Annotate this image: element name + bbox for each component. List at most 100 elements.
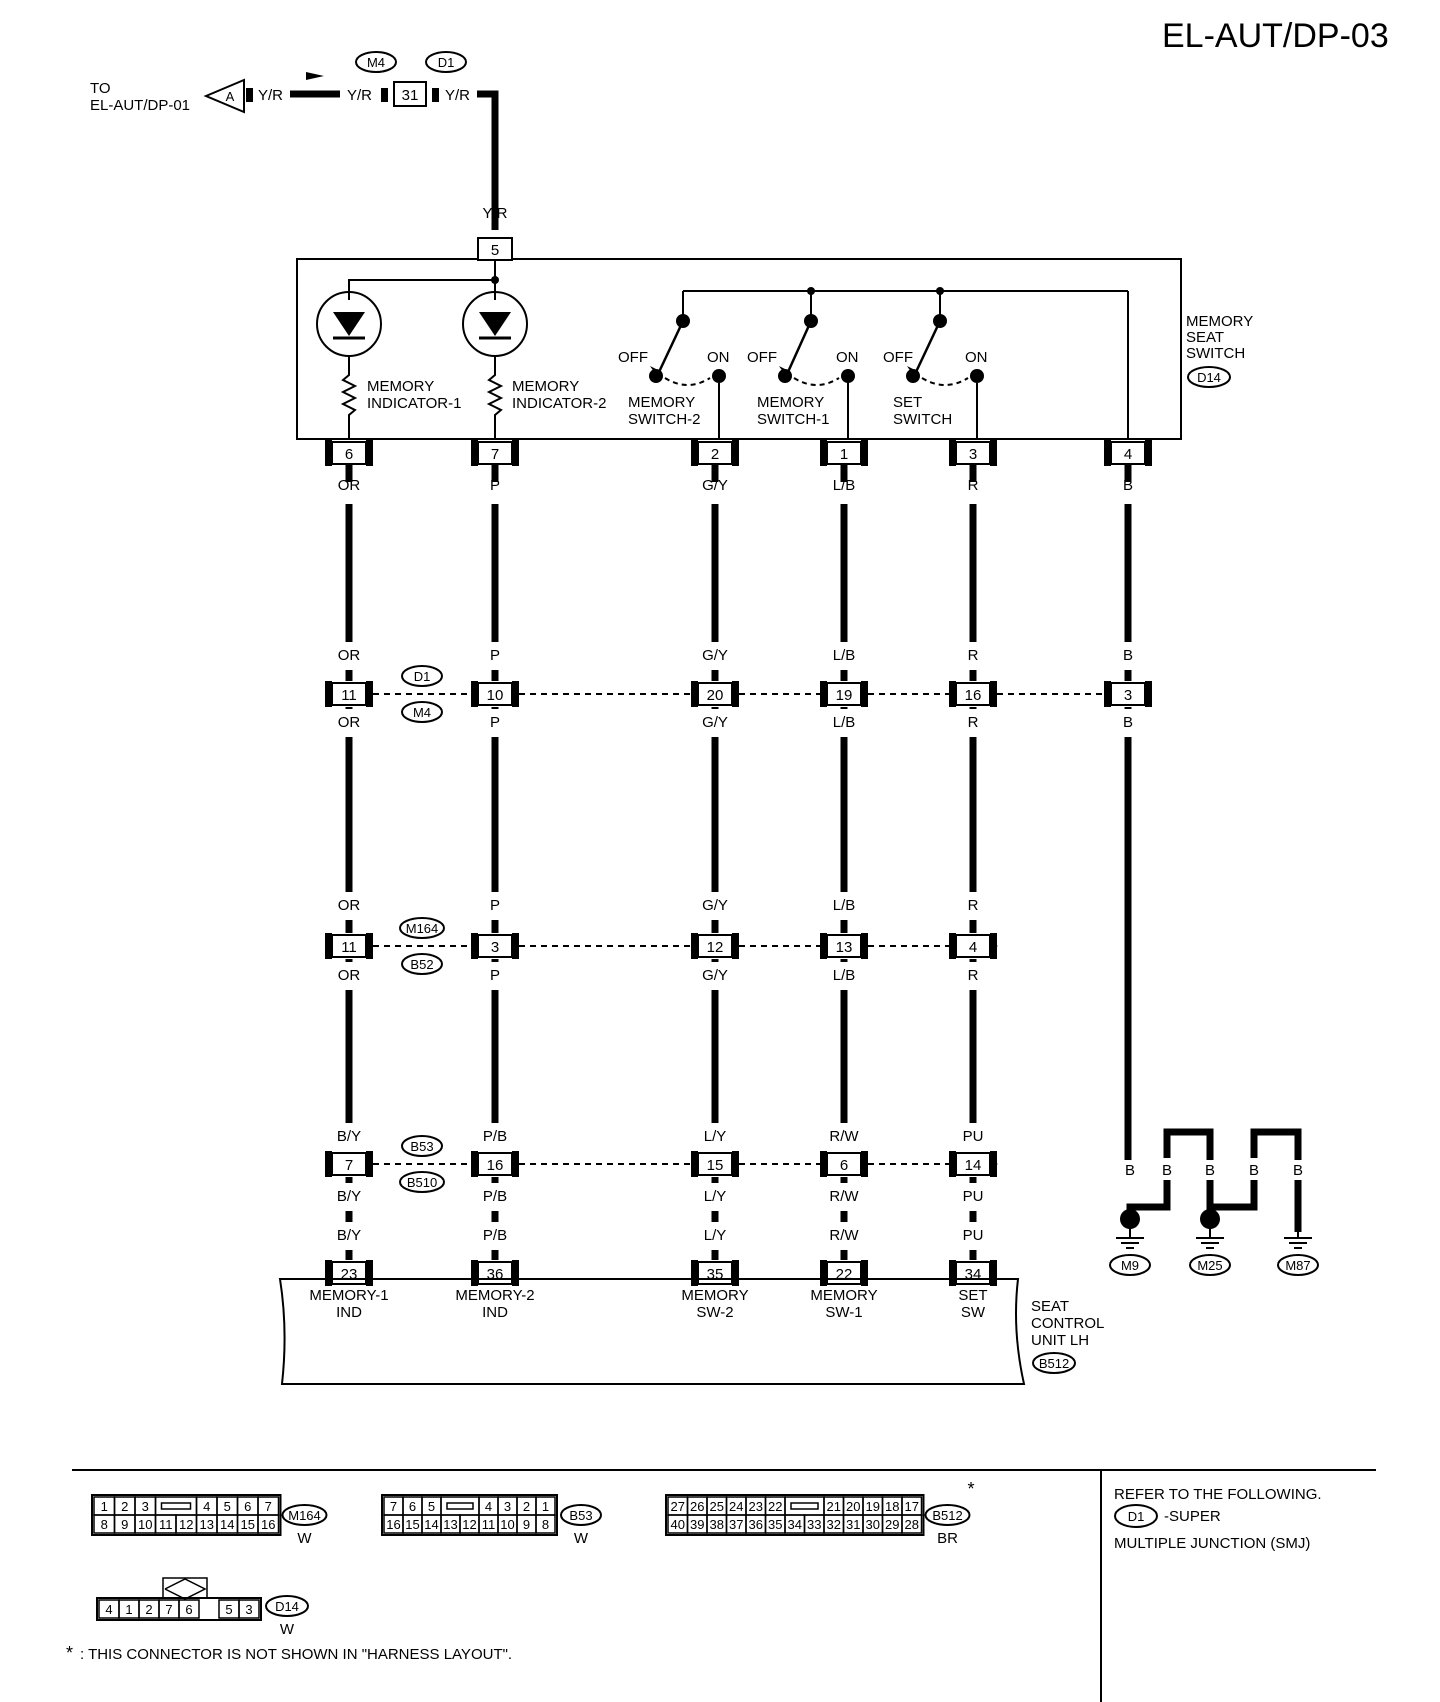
connector-a-terminal — [246, 88, 253, 102]
memory-seat-switch: MEMORY SEAT SWITCH D14 5 MEMORY INDICATO… — [296, 237, 1253, 440]
switch-pin-4-latch-left — [1104, 440, 1111, 466]
refer-line-3: MULTIPLE JUNCTION (SMJ) — [1114, 1535, 1310, 1552]
jc2-bottom-label: B52 — [410, 957, 433, 972]
jc3-pin-c2-latch-left — [471, 1151, 478, 1177]
jc2-pin-c2-latch-left — [471, 933, 478, 959]
wire-column-c4: 1L/BL/B19L/BL/B13L/BR/W6R/WR/W22MEMORYSW… — [810, 440, 878, 1321]
wire-color-c5-h: PU — [963, 1227, 984, 1244]
jc2-pin-c4-latch-right — [861, 933, 868, 959]
ecu-pin-34-number: 34 — [965, 1266, 982, 1283]
connector-b512-pin: 25 — [710, 1499, 724, 1514]
connector-b53-pin: 6 — [409, 1499, 416, 1514]
jc1-pin-c3-latch-left — [691, 681, 698, 707]
ground-wire-label-a: B — [1123, 477, 1133, 494]
jc1-pin-c1-latch-right — [366, 681, 373, 707]
jc3-pin-c3-latch-left — [691, 1151, 698, 1177]
connector-d14-pin: 7 — [165, 1602, 172, 1617]
connector-b512-pin: 28 — [905, 1517, 919, 1532]
jc3-pin-c5: 14 — [949, 1151, 997, 1177]
connector-b512-color: BR — [937, 1530, 958, 1547]
switch-1-off-contact — [649, 369, 663, 383]
refer-connector-id: D1 — [1128, 1509, 1145, 1524]
jc3-bottom-badge — [399, 1171, 445, 1193]
wire-color-c1-c: OR — [338, 714, 361, 731]
switch-pin-1: 1 — [820, 440, 868, 466]
connector-b512-pin: 26 — [690, 1499, 704, 1514]
connector-a-letter: A — [226, 89, 235, 104]
wire-color-c2-e: P — [490, 967, 500, 984]
jc2-pin-c5-latch-right — [990, 933, 997, 959]
connector-b512-pin: 20 — [846, 1499, 860, 1514]
switch-pin-6: 6 — [325, 440, 373, 466]
jc2-pin-c3-latch-left — [691, 933, 698, 959]
connector-m164-badge — [281, 1504, 328, 1526]
jc1-pin-c5-latch-right — [990, 681, 997, 707]
switch-3-off-contact — [906, 369, 920, 383]
ground-wire-label-3: B — [1205, 1162, 1215, 1179]
wire-color-c5-b: R — [968, 647, 979, 664]
jc2-pin-c2-number: 3 — [491, 939, 499, 956]
switch-pin-2-latch-left — [691, 440, 698, 466]
junction-d1-label: D1 — [438, 55, 455, 70]
jc1-pin-c1: 11 — [325, 681, 373, 707]
wire-color-c1-g: B/Y — [337, 1188, 361, 1205]
ground-label-M9-badge — [1109, 1254, 1151, 1276]
connector-b512-pin: 22 — [768, 1499, 782, 1514]
footnote-star: * — [66, 1643, 73, 1663]
indicator-2-label-2: INDICATOR-2 — [512, 395, 606, 412]
switch-1-label-2: SWITCH-2 — [628, 411, 701, 428]
wire-color-c3-d: G/Y — [702, 897, 728, 914]
jc1-pin-ground-number: 3 — [1124, 687, 1132, 704]
connector-b53-pin: 15 — [405, 1517, 419, 1532]
switch-pin-7-box — [477, 441, 513, 465]
jc3-pin-c4-box — [826, 1152, 862, 1176]
connector-b512-pin: 36 — [749, 1517, 763, 1532]
wire-label-source-1: Y/R — [258, 87, 283, 104]
jc3-top-label: B53 — [410, 1139, 433, 1154]
wire-label-supply: Y/R — [482, 205, 507, 222]
junction-pin-31: 31 — [402, 87, 419, 104]
connector-d14-pin: 6 — [185, 1602, 192, 1617]
ecu-pin-23-latch-right — [366, 1260, 373, 1286]
connector-b53-id: B53 — [569, 1508, 592, 1523]
jc3-top-badge — [401, 1135, 443, 1157]
jc3-pin-c4-number: 6 — [840, 1157, 848, 1174]
ground-label-M87-label: M87 — [1285, 1258, 1310, 1273]
ground-wire-label-2: B — [1162, 1162, 1172, 1179]
memory-indicator-2-resistor-icon — [486, 356, 504, 440]
ecu-terminal-label-c2-1: MEMORY-2 — [455, 1287, 534, 1304]
page-title: EL-AUT/DP-03 — [1162, 17, 1389, 55]
jc1-pin-c3: 20 — [691, 681, 739, 707]
wire-color-c1-b: OR — [338, 647, 361, 664]
connector-m164-pin: 10 — [138, 1517, 152, 1532]
memory-indicator-1-led-icon — [316, 291, 382, 357]
ecu-pin-35-number: 35 — [707, 1266, 724, 1283]
ecu-pin-22: 22 — [820, 1260, 868, 1286]
ecu-terminal-label-c1-1: MEMORY-1 — [309, 1287, 388, 1304]
wire-color-c2-h: P/B — [483, 1227, 507, 1244]
wire-color-c4-h: R/W — [829, 1227, 859, 1244]
jc3-pin-c1-number: 7 — [345, 1157, 353, 1174]
jc2-pin-c4-latch-left — [820, 933, 827, 959]
connector-b512-pin: 34 — [788, 1517, 802, 1532]
connector-d14-pin: 1 — [125, 1602, 132, 1617]
jc3-pin-c3-latch-right — [732, 1151, 739, 1177]
junction-d1-badge — [425, 51, 467, 73]
jc2-pin-c5-number: 4 — [969, 939, 977, 956]
ecu-pin-22-number: 22 — [836, 1266, 853, 1283]
switch-unit-connector-id: D14 — [1197, 370, 1221, 385]
ecu-pin-23-latch-left — [325, 1260, 332, 1286]
source-connection: TO EL-AUT/DP-01 A Y/R Y/R M4 D1 31 Y/R Y… — [90, 51, 508, 230]
ground-wire-label-c: B — [1123, 714, 1133, 731]
jc3-pin-c2: 16 — [471, 1151, 519, 1177]
to-reference: EL-AUT/DP-01 — [90, 97, 190, 114]
jc1-pin-ground-latch-left — [1104, 681, 1111, 707]
wire-color-c5-g: PU — [963, 1188, 984, 1205]
connector-b53-pin: 10 — [500, 1517, 514, 1532]
jc3-pin-c1-latch-left — [325, 1151, 332, 1177]
